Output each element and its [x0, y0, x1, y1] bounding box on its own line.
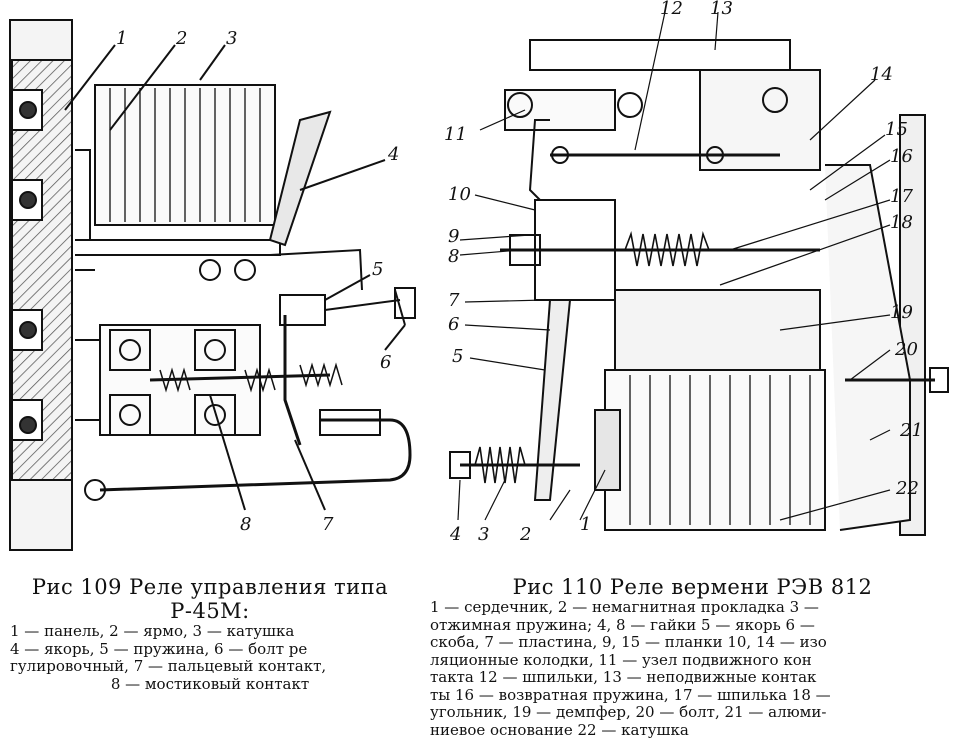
callout-9: 9	[448, 226, 459, 247]
callout-6: 6	[448, 314, 459, 335]
callout-17: 17	[890, 186, 913, 207]
callout-1: 1	[580, 514, 591, 535]
callout-21: 21	[899, 420, 923, 441]
callout-3: 3	[478, 524, 489, 545]
callout-2: 2	[175, 28, 187, 49]
callout-18: 18	[890, 212, 913, 233]
callout-7: 7	[448, 290, 460, 311]
callout-15: 15	[885, 119, 908, 140]
callout-14: 14	[870, 64, 893, 85]
callout-5: 5	[372, 259, 383, 280]
legend-line: скоба, 7 — пластина, 9, 15 — планки 10, …	[430, 633, 827, 652]
legend-line: ниевое основание 22 — катушка	[430, 720, 689, 739]
relay-r45m-illustration: 1 2 3 4 5 6 7 8	[9, 19, 416, 551]
callout-3: 3	[226, 28, 237, 49]
legend-line: ляционные колодки, 11 — узел подвижного …	[430, 650, 812, 669]
caption-title: Рис 110 Реле вермени РЭВ 812	[512, 575, 873, 599]
figure-110-relay-drawing: 1 2 3 4 5 6 7 8 9 10 11 12 13 14 15 16 1…	[430, 0, 961, 560]
callout-20: 20	[894, 339, 918, 360]
caption-title-line2: Р-45М:	[170, 599, 250, 624]
figure-109-relay-drawing: 1 2 3 4 5 6 7 8	[0, 0, 480, 560]
caption-title-line1: Рис 109 Реле управления типа	[31, 575, 389, 599]
legend-line: гулировочный, 7 — пальцевый контакт,	[10, 657, 327, 676]
callout-12: 12	[660, 0, 683, 19]
legend-line: 1 — сердечник, 2 — немагнитная прокладка…	[430, 598, 819, 617]
figure-109-caption: Рис 109 Реле управления типа Р-45М: 1 — …	[10, 575, 410, 693]
callout-19: 19	[890, 302, 913, 323]
legend-line: 8 — мостиковый контакт	[110, 674, 310, 693]
callout-5: 5	[452, 346, 463, 367]
callout-4: 4	[449, 524, 461, 545]
legend-line: отжимная пружина; 4, 8 — гайки 5 — якорь…	[430, 615, 815, 634]
callout-1: 1	[116, 28, 127, 49]
callout-7: 7	[322, 514, 334, 535]
callout-13: 13	[710, 0, 733, 19]
callout-10: 10	[448, 184, 471, 205]
callout-11: 11	[444, 124, 467, 145]
callout-4: 4	[387, 144, 399, 165]
callout-8: 8	[240, 514, 251, 535]
figure-110-caption: Рис 110 Реле вермени РЭВ 812 1 — сердечн…	[430, 575, 955, 740]
relay-rev812-illustration: 1 2 3 4 5 6 7 8 9 10 11 12 13 14 15 16 1…	[444, 0, 949, 545]
callout-8: 8	[448, 246, 459, 267]
legend-line: ты 16 — возвратная пружина, 17 — шпилька…	[430, 685, 831, 704]
callout-22: 22	[895, 478, 919, 499]
legend-line: 4 — якорь, 5 — пружина, 6 — болт ре	[10, 639, 308, 658]
legend-line: 1 — панель, 2 — ярмо, 3 — катушка	[10, 622, 295, 641]
callout-16: 16	[890, 146, 913, 167]
callout-2: 2	[519, 524, 531, 545]
callout-6: 6	[380, 352, 391, 373]
legend-line: угольник, 19 — демпфер, 20 — болт, 21 — …	[430, 703, 827, 722]
legend-line: такта 12 — шпильки, 13 — неподвижные кон…	[430, 668, 817, 687]
